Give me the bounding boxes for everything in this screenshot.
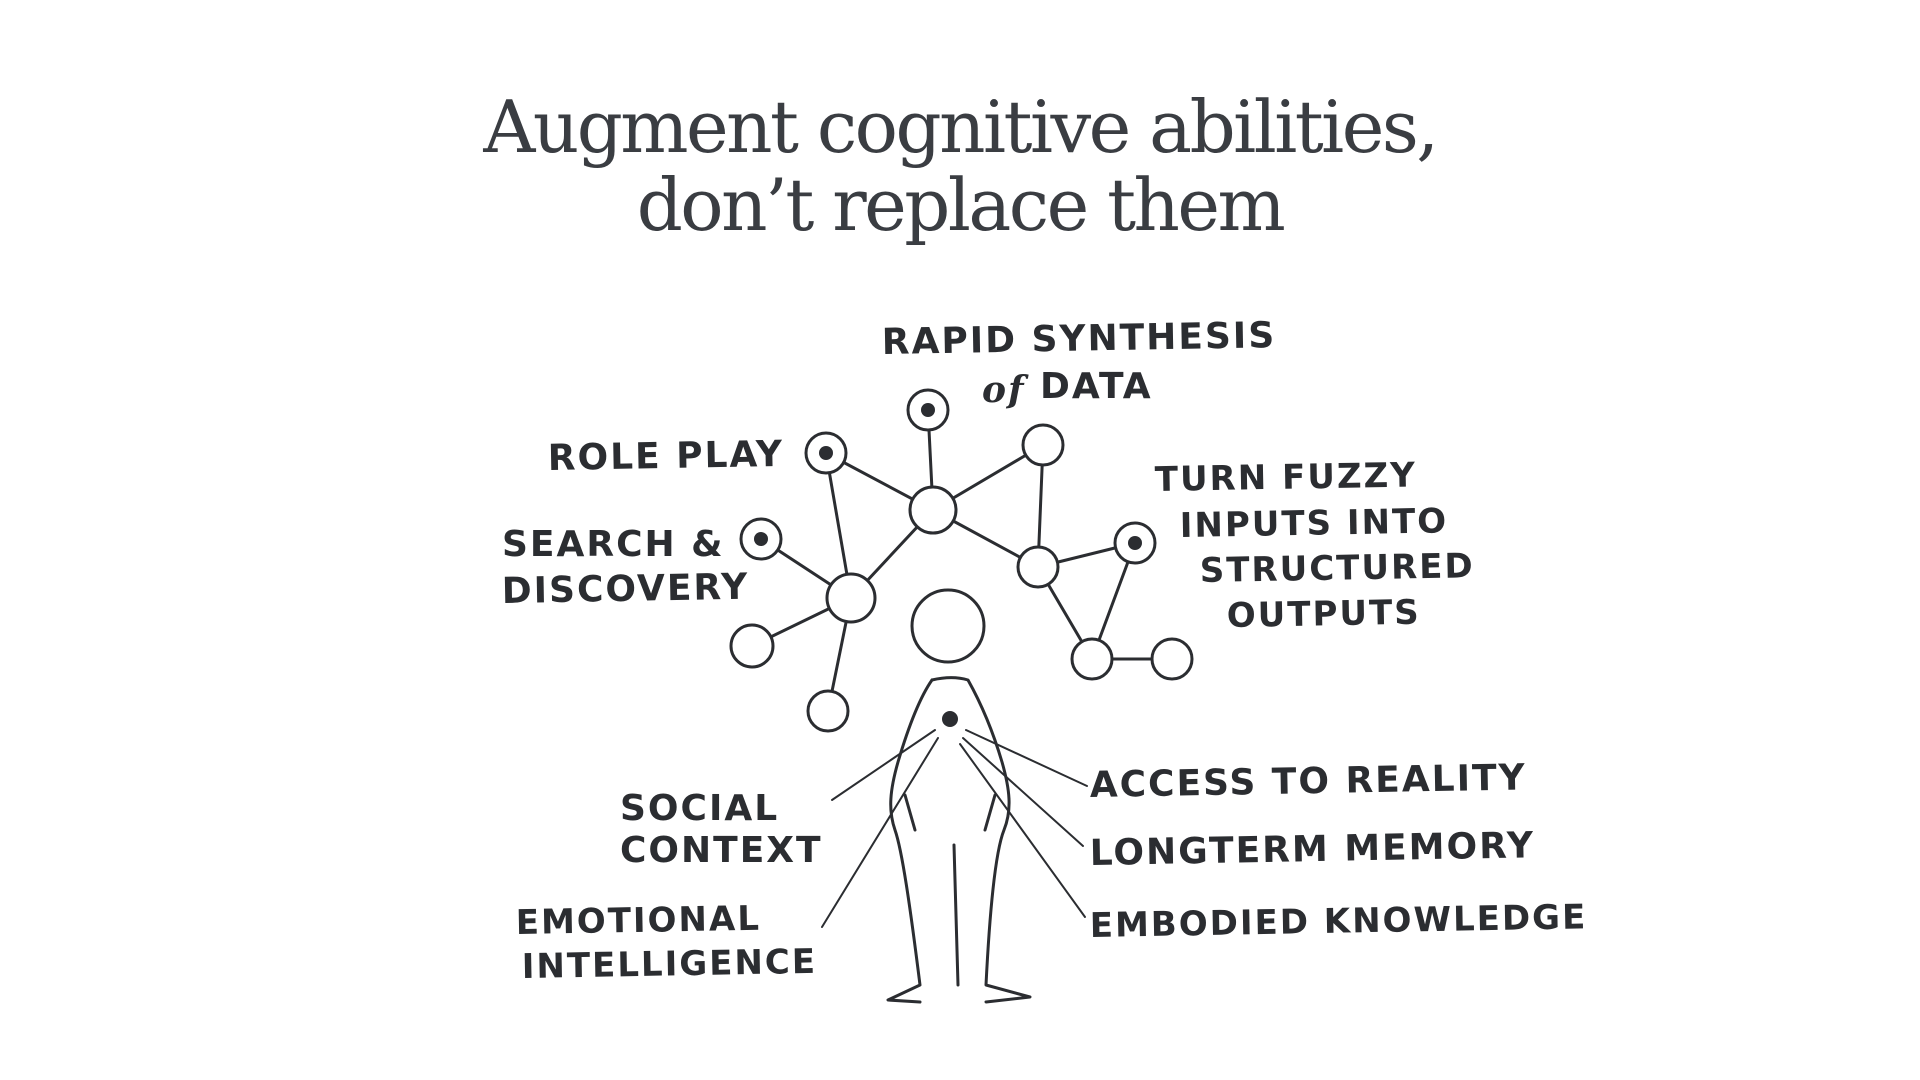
pointer-longterm-memory <box>962 737 1084 847</box>
person-leg-divider <box>952 843 960 987</box>
person-arm-right <box>983 793 997 832</box>
person-figure <box>886 588 1032 1004</box>
pointer-lines <box>821 729 1088 928</box>
pointer-social-context <box>831 729 936 801</box>
title-line-2: don’t replace them <box>636 163 1286 247</box>
slide-title: Augment cognitive abilities, don’t repla… <box>0 88 1920 244</box>
label-turn-fuzzy-line3: STRUCTURED <box>1199 546 1475 591</box>
label-rapid-synthesis-data: DATA <box>1040 366 1153 407</box>
label-search-line2: DISCOVERY <box>501 567 749 612</box>
node-turn-fuzzy-dot <box>1128 536 1142 550</box>
person-body-right <box>930 676 1032 1004</box>
pointer-embodied-knowledge <box>959 743 1086 918</box>
label-emotional-line2: INTELLIGENCE <box>521 942 817 987</box>
node-left-hub <box>825 572 877 624</box>
label-social-line2: CONTEXT <box>620 830 823 871</box>
label-search-line1: SEARCH & <box>502 524 725 565</box>
label-turn-fuzzy-line4: OUTPUTS <box>1226 593 1421 636</box>
title-line-1: Augment cognitive abilities, <box>483 85 1439 169</box>
node-upper-right <box>1021 423 1065 467</box>
person-heart-dot <box>942 711 958 727</box>
pointer-access-to-reality <box>965 729 1088 787</box>
label-turn-fuzzy-line1: TURN FUZZY <box>1154 455 1417 500</box>
node-bottom <box>806 689 850 733</box>
person-head <box>910 588 986 664</box>
node-right-hub <box>1016 545 1060 589</box>
network-nodes <box>729 388 1194 733</box>
node-rapid-synthesis-dot <box>921 403 935 417</box>
pointer-emotional-intelligence <box>821 737 939 928</box>
label-embodied-knowledge: EMBODIED KNOWLEDGE <box>1089 897 1587 946</box>
label-access-to-reality: ACCESS TO REALITY <box>1089 757 1527 806</box>
label-emotional-line1: EMOTIONAL <box>515 899 761 943</box>
node-search-discovery-dot <box>754 532 768 546</box>
node-role-play-dot <box>819 446 833 460</box>
label-longterm-memory: LONGTERM MEMORY <box>1089 825 1535 874</box>
label-rapid-synthesis-of: of <box>982 369 1029 411</box>
node-low-right <box>1070 637 1114 681</box>
person-body-left <box>886 678 934 1004</box>
ai-capability-labels: RAPID SYNTHESIS of DATA ROLE PLAY SEARCH… <box>501 315 1475 636</box>
label-rapid-synthesis-line1: RAPID SYNTHESIS <box>881 315 1276 363</box>
human-ability-labels: SOCIAL CONTEXT EMOTIONAL INTELLIGENCE AC… <box>515 757 1587 987</box>
node-low-left <box>729 623 775 669</box>
person-arm-left <box>903 793 917 832</box>
label-social-line1: SOCIAL <box>620 788 779 829</box>
node-far-right <box>1150 637 1194 681</box>
node-hub <box>908 485 958 535</box>
label-role-play: ROLE PLAY <box>547 434 784 479</box>
label-turn-fuzzy-line2: INPUTS INTO <box>1179 501 1448 546</box>
